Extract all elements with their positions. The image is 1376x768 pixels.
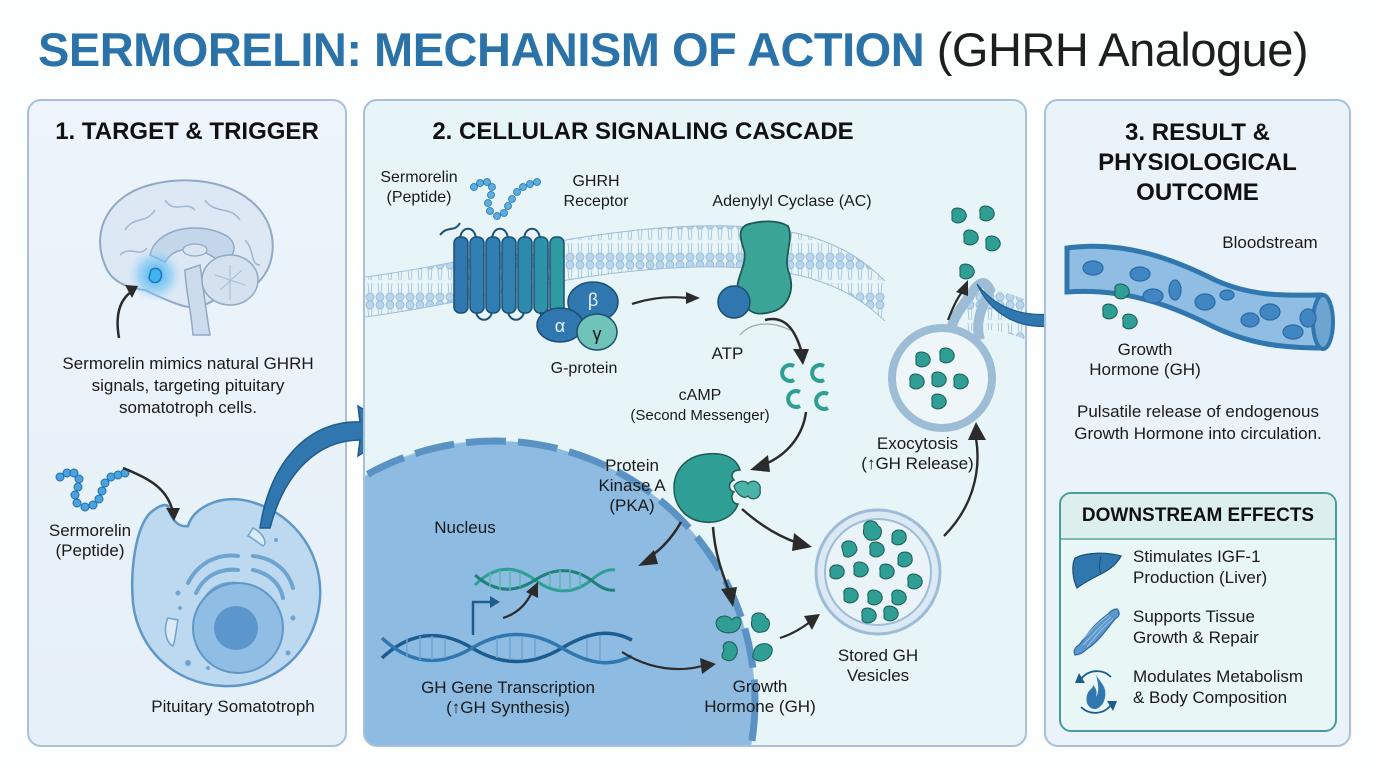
arrow-vesicles-to-exocytosis (943, 422, 986, 537)
panel3-heading-line1: 3. RESULT & (1125, 119, 1270, 146)
ghrh-receptor-icon (439, 222, 565, 321)
arrow-camp-to-pka (750, 411, 808, 472)
pka-label-line1: Protein (605, 456, 659, 475)
pka-label-line2: Kinase A (598, 476, 666, 495)
gamma-subunit-label: γ (592, 324, 602, 344)
gh-label-p3: Growth Hormone (GH) (1080, 340, 1210, 380)
brain-icon (99, 179, 274, 339)
gh-label-line1: Growth (1117, 340, 1173, 359)
effect-line2: & Body Composition (1133, 688, 1288, 707)
arrow-gprotein-to-ac (631, 292, 700, 306)
adenylyl-cyclase-icon (717, 220, 793, 319)
muscle-icon (1073, 608, 1120, 656)
arrow-pka-to-gh (711, 526, 737, 607)
panel-signaling-cascade (363, 99, 1027, 747)
transcription-label-line2: (↑GH Synthesis) (446, 698, 570, 717)
g-protein-label: G-protein (550, 360, 618, 377)
metabolism-flame-icon (1075, 670, 1117, 714)
outcome-description: Pulsatile release of endogenous Growth H… (1074, 402, 1322, 443)
arrow-pka-to-vesicles (741, 508, 812, 551)
receptor-label-line2: Receptor (563, 193, 629, 210)
panel3-heading-line2: PHYSIOLOGICAL (1098, 149, 1297, 176)
transcription-arrow-icon (471, 582, 538, 635)
nucleus-label: Nucleus (434, 518, 496, 537)
stored-vesicles-label: Stored GH Vesicles (820, 646, 936, 686)
adenylyl-cyclase-label: Adenylyl Cyclase (AC) (712, 193, 872, 210)
exocytosis-label: Exocytosis (↑GH Release) (855, 434, 980, 474)
gh-label-line1: Growth (732, 677, 788, 696)
gh-label-p2: Growth Hormone (GH) (700, 677, 820, 717)
peptide-label-line1: Sermorelin (48, 521, 132, 540)
pka-label-line3: (PKA) (609, 496, 655, 515)
camp-label-line2: (Second Messenger) (630, 407, 770, 424)
protein-kinase-a-icon (673, 452, 761, 524)
growth-hormone-molecules-icon (715, 612, 773, 662)
effect-line2: Production (Liver) (1133, 568, 1268, 587)
downstream-effects-box: DOWNSTREAM EFFECTS Stimulates IGF-1 Prod… (1059, 492, 1337, 732)
mrna-helix-icon (473, 567, 616, 593)
sermorelin-peptide-icon (470, 178, 541, 220)
title-subtitle: (GHRH Analogue) (936, 23, 1309, 76)
gh-label-line2: Hormone (GH) (704, 697, 816, 716)
beta-subunit-label: β (587, 290, 599, 310)
peptide-label-line2: (Peptide) (386, 189, 452, 206)
arrow-atp-to-camp (739, 317, 809, 365)
peptide-label-p1: Sermorelin (Peptide) (40, 521, 140, 561)
arrow-gh-to-vesicles (779, 614, 820, 640)
g-protein-icon (536, 281, 619, 351)
gh-label-line2: Hormone (GH) (1089, 360, 1201, 379)
arrow-pka-to-nucleus (638, 521, 683, 566)
receptor-label-line1: GHRH (572, 173, 620, 190)
somatotroph-cell-icon (122, 466, 322, 688)
peptide-label-p2: Sermorelin (Peptide) (370, 168, 468, 208)
effect-line1: Supports Tissue (1133, 607, 1255, 626)
peptide-chain-icon (55, 468, 130, 512)
transcription-label: GH Gene Transcription (↑GH Synthesis) (398, 678, 618, 718)
panel3-heading-line3: OUTCOME (1136, 179, 1259, 206)
transcription-label-line1: GH Gene Transcription (421, 678, 595, 697)
effect-item-metabolism: Modulates Metabolism & Body Composition (1133, 666, 1303, 708)
effect-item-igf1: Stimulates IGF-1 Production (Liver) (1133, 546, 1267, 588)
camp-molecules-icon (780, 363, 829, 411)
camp-label-line1: cAMP (678, 387, 722, 404)
panel1-heading: 1. TARGET & TRIGGER (55, 118, 319, 145)
page-title: SERMORELIN: MECHANISM OF ACTION (GHRH An… (38, 22, 1309, 77)
dna-helix-icon (380, 631, 633, 665)
blood-vessel-icon (1064, 243, 1335, 351)
downstream-effects-heading: DOWNSTREAM EFFECTS (1061, 494, 1335, 540)
vesicles-label-line2: Vesicles (846, 666, 910, 685)
pituitary-glow-icon (148, 267, 163, 284)
panel2-heading: 2. CELLULAR SIGNALING CASCADE (432, 118, 854, 145)
title-main: SERMORELIN: MECHANISM OF ACTION (38, 23, 925, 76)
receptor-label: GHRH Receptor (558, 172, 634, 212)
stored-gh-vesicle-icon (814, 508, 942, 636)
effect-line1: Modulates Metabolism (1133, 667, 1304, 686)
pka-label: Protein Kinase A (PKA) (592, 456, 672, 516)
bloodstream-label: Bloodstream (1222, 233, 1318, 252)
peptide-label-line1: Sermorelin (380, 169, 458, 186)
brain-description: Sermorelin mimics natural GHRH signals, … (62, 354, 314, 417)
exocytosis-vesicle-icon (888, 205, 1001, 432)
liver-icon (1072, 552, 1122, 589)
arrow-dna-to-gh (621, 651, 716, 674)
camp-label: cAMP (Second Messenger) (620, 386, 780, 426)
effect-line1: Stimulates IGF-1 (1133, 547, 1261, 566)
peptide-label-line2: (Peptide) (55, 541, 125, 560)
exocytosis-label-line2: (↑GH Release) (861, 454, 974, 473)
alpha-subunit-label: α (554, 316, 566, 336)
vesicles-label-line1: Stored GH (837, 646, 919, 665)
effect-line2: Growth & Repair (1133, 628, 1259, 647)
exocytosis-label-line1: Exocytosis (876, 434, 959, 453)
panel3-heading: 3. RESULT & PHYSIOLOGICAL OUTCOME (1044, 118, 1351, 208)
atp-label: ATP (711, 344, 744, 363)
effect-item-tissue: Supports Tissue Growth & Repair (1133, 606, 1259, 648)
cell-label: Pituitary Somatotroph (151, 697, 315, 716)
